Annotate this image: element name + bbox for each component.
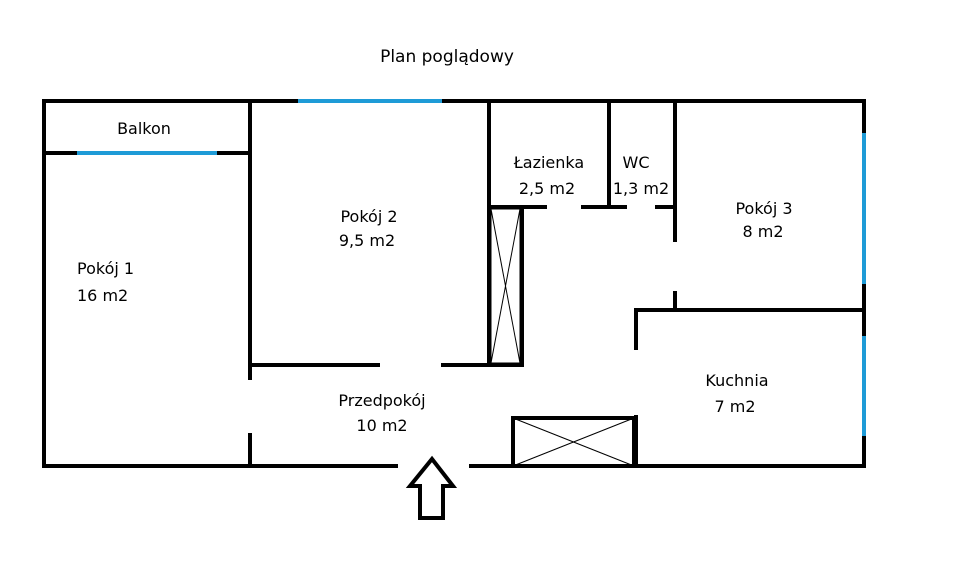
kitchen-counter [511,416,636,468]
plan-title: Plan poglądowy [380,47,514,67]
room-name: Pokój 2 [340,207,397,226]
room-name: Balkon [117,119,171,138]
room-label-pokoj3: Pokój 3 8 m2 [735,199,792,241]
room-name: Przedpokój [338,391,425,410]
windows [77,99,866,436]
room-area: 2,5 m2 [519,179,575,198]
room-name: Pokój 1 [77,259,134,278]
room-area: 1,3 m2 [613,179,669,198]
room-label-kuchnia: Kuchnia 7 m2 [705,371,768,416]
room-name: Kuchnia [705,371,768,390]
room-name: Pokój 3 [735,199,792,218]
room-label-pokoj2: Pokój 2 9,5 m2 [339,207,398,250]
room-label-przedpokoj: Przedpokój 10 m2 [338,391,425,435]
room-area: 16 m2 [77,286,128,305]
room-label-balkon: Balkon [117,119,171,138]
room-label-pokoj1: Pokój 1 16 m2 [77,259,134,305]
vertical-shaft [490,208,521,364]
room-area: 10 m2 [356,416,407,435]
room-area: 9,5 m2 [339,231,395,250]
room-name: Łazienka [513,153,584,172]
room-label-lazienka: Łazienka 2,5 m2 [513,153,584,198]
room-area: 8 m2 [742,222,783,241]
room-name: WC [623,153,650,172]
room-label-wc: WC 1,3 m2 [613,153,669,198]
room-area: 7 m2 [714,397,755,416]
up-arrow-icon [405,455,458,520]
